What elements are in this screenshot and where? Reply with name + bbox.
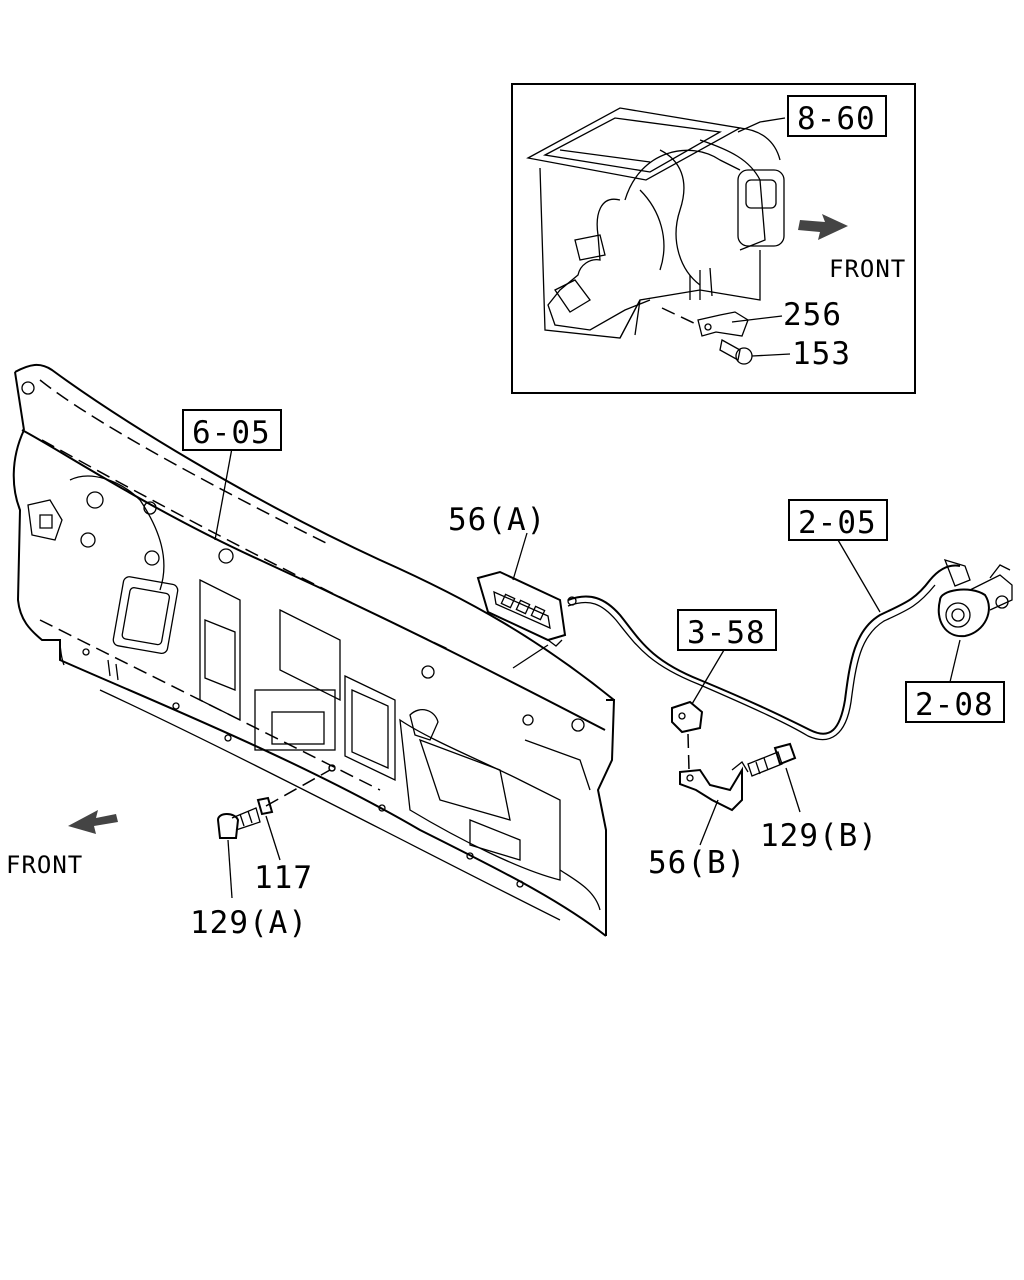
ref-label-2-05: 2-05 bbox=[798, 505, 877, 541]
ref-label-117: 117 bbox=[254, 860, 313, 896]
front-arrow-icon bbox=[798, 214, 848, 240]
switch-2-08 bbox=[937, 558, 1013, 638]
ref-label-129b: 129(B) bbox=[760, 818, 878, 854]
connector-56a bbox=[476, 570, 567, 647]
bolt-153 bbox=[719, 338, 753, 365]
clip-117 bbox=[256, 796, 274, 816]
cable-2-05 bbox=[567, 564, 961, 741]
bracket-56b bbox=[679, 733, 749, 812]
dash-panel bbox=[12, 364, 616, 937]
ref-label-6-05: 6-05 bbox=[192, 415, 271, 451]
ref-label-56a: 56(A) bbox=[448, 502, 546, 538]
ref-label-153: 153 bbox=[792, 336, 851, 372]
ref-label-129a: 129(A) bbox=[190, 905, 308, 941]
ref-label-2-08: 2-08 bbox=[915, 687, 994, 723]
front-arrow-icon bbox=[68, 810, 118, 834]
ref-label-8-60: 8-60 bbox=[797, 101, 876, 137]
bolt-129b bbox=[747, 742, 797, 777]
ref-box-8-60 bbox=[787, 95, 887, 137]
ref-box-2-08 bbox=[905, 681, 1005, 723]
ref-box-3-58 bbox=[677, 609, 777, 651]
front-label-inset: FRONT bbox=[829, 255, 906, 283]
bolt-129a bbox=[216, 807, 261, 839]
bracket-256 bbox=[661, 307, 749, 337]
ref-label-256: 256 bbox=[783, 297, 842, 333]
ref-box-6-05 bbox=[182, 409, 282, 451]
relay-3-58 bbox=[671, 700, 704, 734]
ref-box-2-05 bbox=[788, 499, 888, 541]
inset-panel: 8-60 256 153 FRONT bbox=[511, 83, 916, 394]
ref-label-3-58: 3-58 bbox=[687, 615, 766, 651]
heater-unit bbox=[526, 107, 785, 339]
front-label-main: FRONT bbox=[6, 851, 83, 879]
ref-label-56b: 56(B) bbox=[648, 845, 746, 881]
